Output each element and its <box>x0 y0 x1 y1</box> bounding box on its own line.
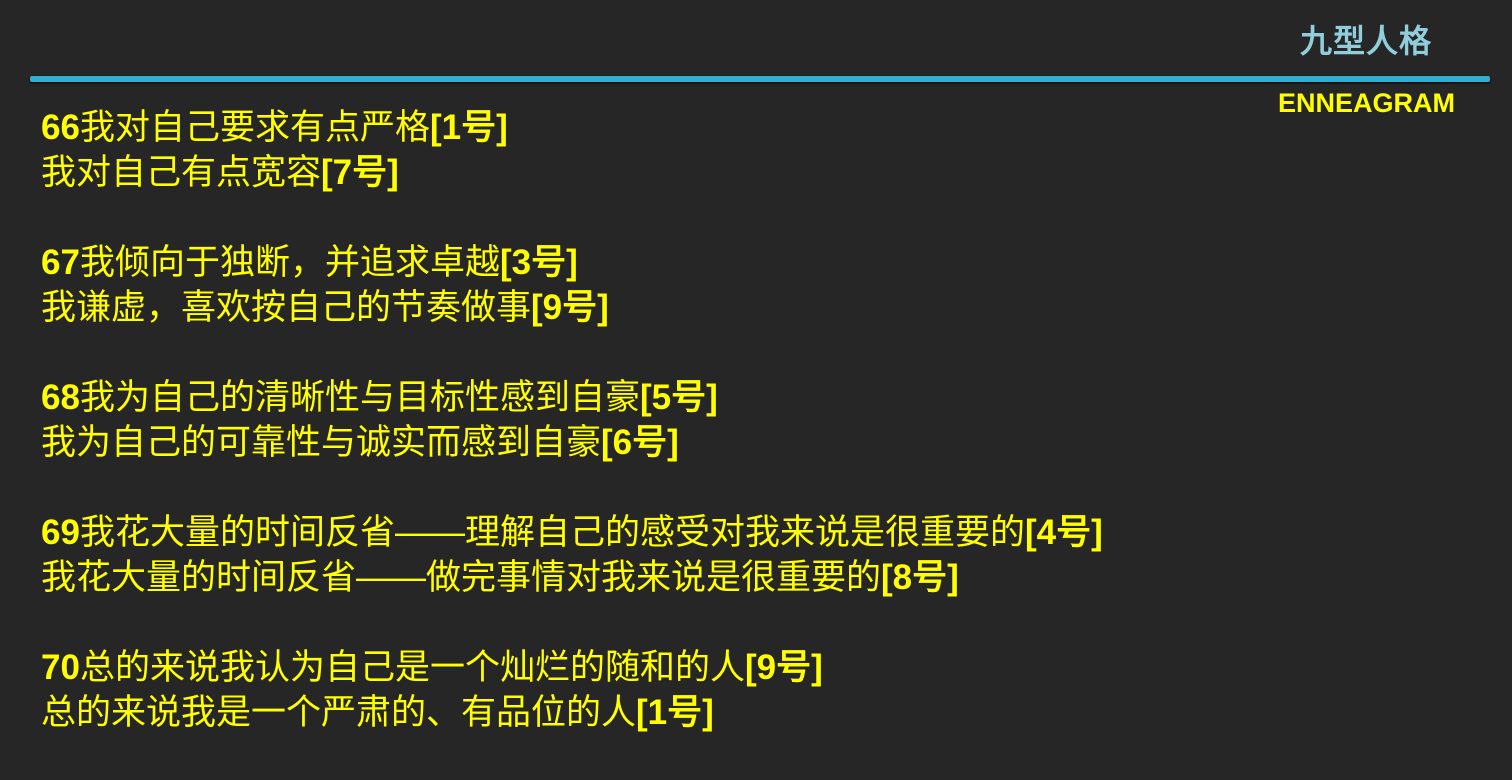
type-tag: [8号] <box>881 558 959 597</box>
slide-title: 九型人格 <box>1300 23 1433 59</box>
option-text: 我花大量的时间反省——理解自己的感受对我来说是很重要的 <box>79 513 1025 552</box>
question-number: 69 <box>41 513 80 552</box>
header-divider <box>30 76 1490 82</box>
type-tag: [1号] <box>429 108 508 147</box>
type-tag: [3号] <box>499 243 578 282</box>
type-tag: [1号] <box>636 693 714 732</box>
option-a: 69我花大量的时间反省——理解自己的感受对我来说是很重要的[4号] <box>41 510 1103 555</box>
slide-subtitle: ENNEAGRAM <box>1278 88 1456 118</box>
option-text: 我为自己的可靠性与诚实而感到自豪 <box>41 423 602 462</box>
type-tag: [5号] <box>639 378 718 417</box>
option-text: 总的来说我认为自己是一个灿烂的随和的人 <box>79 648 745 687</box>
option-a: 66我对自己要求有点严格[1号] <box>41 105 1103 150</box>
question-item: 66我对自己要求有点严格[1号] 我对自己有点宽容[7号] <box>41 105 1103 195</box>
option-text: 总的来说我是一个严肃的、有品位的人 <box>41 693 637 732</box>
question-list: 66我对自己要求有点严格[1号] 我对自己有点宽容[7号] 67我倾向于独断，并… <box>41 105 1103 780</box>
option-b: 我谦虚，喜欢按自己的节奏做事[9号] <box>41 285 1103 330</box>
option-text: 我谦虚，喜欢按自己的节奏做事 <box>41 288 532 327</box>
question-number: 67 <box>41 243 80 282</box>
type-tag: [4号] <box>1024 513 1103 552</box>
option-text: 我花大量的时间反省——做完事情对我来说是很重要的 <box>41 558 882 597</box>
option-text: 我倾向于独断，并追求卓越 <box>79 243 500 282</box>
option-a: 68我为自己的清晰性与目标性感到自豪[5号] <box>41 375 1103 420</box>
type-tag: [9号] <box>744 648 823 687</box>
question-item: 70总的来说我认为自己是一个灿烂的随和的人[9号] 总的来说我是一个严肃的、有品… <box>41 645 1103 735</box>
option-b: 我花大量的时间反省——做完事情对我来说是很重要的[8号] <box>41 555 1103 600</box>
option-a: 67我倾向于独断，并追求卓越[3号] <box>41 240 1103 285</box>
question-item: 69我花大量的时间反省——理解自己的感受对我来说是很重要的[4号] 我花大量的时… <box>41 510 1103 600</box>
question-item: 67我倾向于独断，并追求卓越[3号] 我谦虚，喜欢按自己的节奏做事[9号] <box>41 240 1103 330</box>
option-text: 我对自己要求有点严格 <box>79 108 430 147</box>
type-tag: [7号] <box>321 153 399 192</box>
option-a: 70总的来说我认为自己是一个灿烂的随和的人[9号] <box>41 645 1103 690</box>
type-tag: [9号] <box>531 288 609 327</box>
question-number: 68 <box>41 378 80 417</box>
option-b: 我为自己的可靠性与诚实而感到自豪[6号] <box>41 420 1103 465</box>
question-number: 70 <box>41 648 80 687</box>
question-item: 68我为自己的清晰性与目标性感到自豪[5号] 我为自己的可靠性与诚实而感到自豪[… <box>41 375 1103 465</box>
option-b: 总的来说我是一个严肃的、有品位的人[1号] <box>41 690 1103 735</box>
option-text: 我对自己有点宽容 <box>41 153 322 192</box>
question-number: 66 <box>41 108 80 147</box>
option-text: 我为自己的清晰性与目标性感到自豪 <box>79 378 640 417</box>
type-tag: [6号] <box>601 423 679 462</box>
option-b: 我对自己有点宽容[7号] <box>41 150 1103 195</box>
